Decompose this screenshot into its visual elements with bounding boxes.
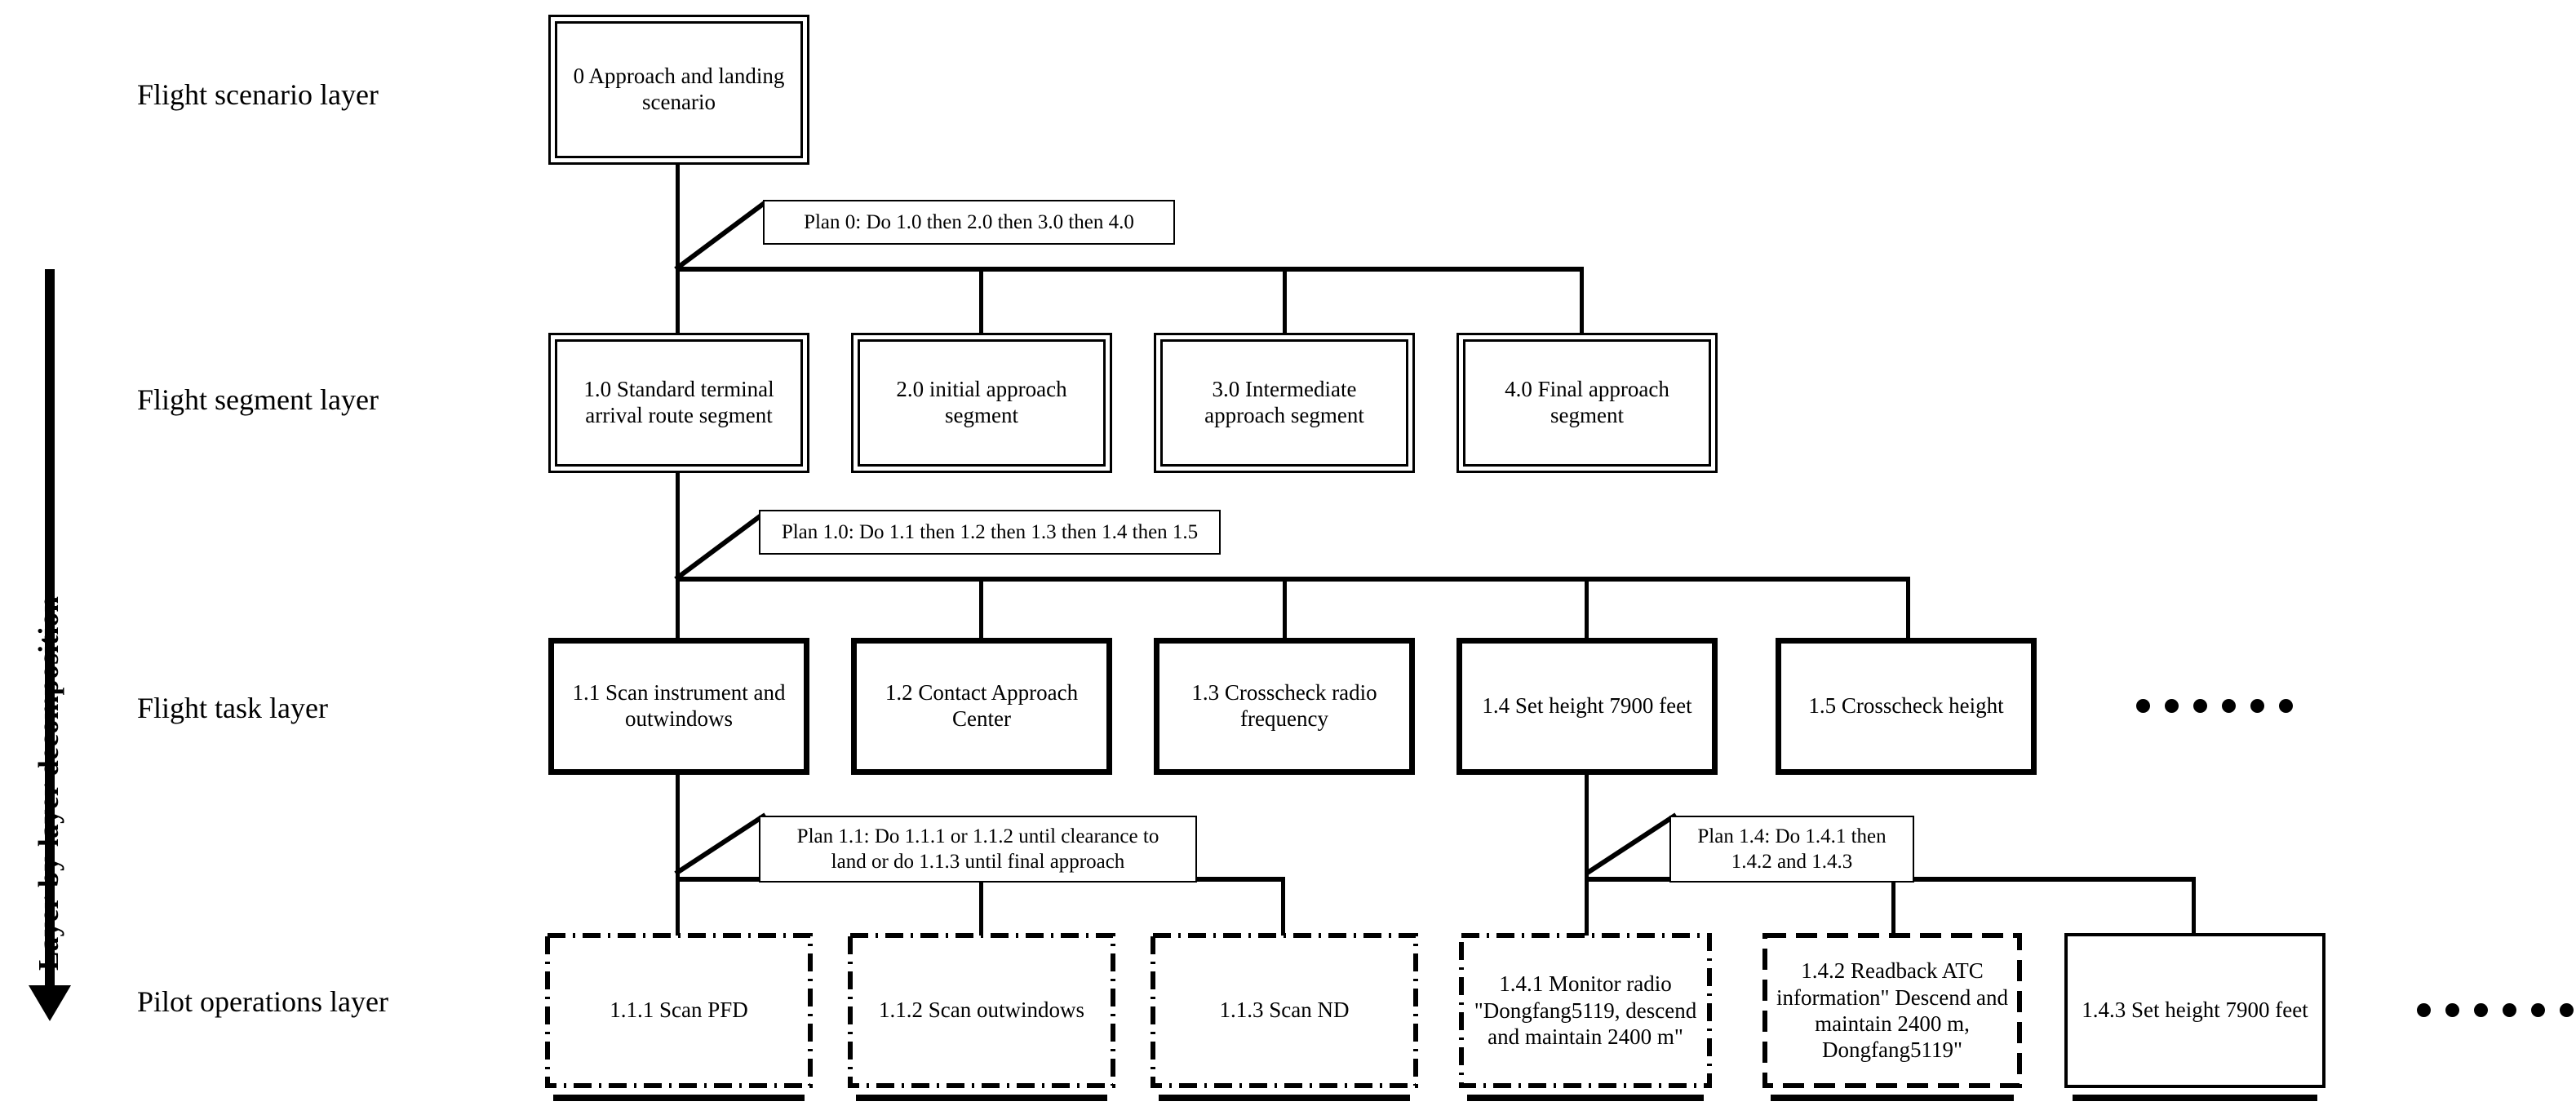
connector-1.0-stem xyxy=(676,473,680,579)
node-1.4.1-border xyxy=(1459,933,1712,1088)
connector-1.1-stem xyxy=(676,772,680,879)
connector-drop-2.0 xyxy=(979,267,983,334)
leaf-rule-1.1.3 xyxy=(1159,1095,1410,1101)
node-1.1[interactable]: 1.1 Scan instrument and outwindows xyxy=(548,638,809,775)
plan-1.4-callout: Plan 1.4: Do 1.4.1 then 1.4.2 and 1.4.3 xyxy=(1669,816,1914,883)
node-1.0[interactable]: 1.0 Standard terminal arrival route segm… xyxy=(555,339,803,467)
leaf-rule-1.1.1 xyxy=(553,1095,805,1101)
leaf-rule-1.4.1 xyxy=(1467,1095,1704,1101)
leaf-rule-1.4.3 xyxy=(2073,1095,2317,1101)
layer-label-flight-scenario: Flight scenario layer xyxy=(137,78,379,111)
node-1.4.1-wrapper[interactable]: 1.4.1 Monitor radio "Dongfang5119, desce… xyxy=(1459,933,1712,1088)
node-1.1.2-border xyxy=(848,933,1115,1088)
node-1.1.2[interactable]: 1.1.2 Scan outwindows xyxy=(879,998,1084,1023)
node-1.1.3-wrapper[interactable]: 1.1.3 Scan ND xyxy=(1151,933,1418,1088)
connector-drop-1.4.3 xyxy=(2192,877,2196,936)
connector-1.4-stem xyxy=(1585,772,1589,879)
node-1.4.2[interactable]: 1.4.2 Readback ATC information" Descend … xyxy=(1776,958,2008,1063)
plan-0-callout: Plan 0: Do 1.0 then 2.0 then 3.0 then 4.… xyxy=(763,200,1175,245)
plan-1.1-callout: Plan 1.1: Do 1.1.1 or 1.1.2 until cleara… xyxy=(759,816,1197,883)
leaf-rule-1.4.2 xyxy=(1771,1095,2014,1101)
node-1.4.3[interactable]: 1.4.3 Set height 7900 feet xyxy=(2064,933,2325,1088)
node-1.1.1-wrapper[interactable]: 1.1.1 Scan PFD xyxy=(545,933,813,1088)
node-2.0[interactable]: 2.0 initial approach segment xyxy=(858,339,1106,467)
decomposition-axis-arrowhead xyxy=(29,985,71,1021)
operations-layer-ellipsis xyxy=(2417,1003,2574,1017)
node-2.0-outer[interactable]: 2.0 initial approach segment xyxy=(851,333,1112,473)
connector-drop-1.1 xyxy=(676,577,680,644)
node-1.0-outer[interactable]: 1.0 Standard terminal arrival route segm… xyxy=(548,333,809,473)
node-1.1.1[interactable]: 1.1.1 Scan PFD xyxy=(610,998,748,1023)
node-0[interactable]: 0 Approach and landing scenario xyxy=(555,21,803,158)
node-1.3[interactable]: 1.3 Crosscheck radio frequency xyxy=(1154,638,1415,775)
node-1.1.3[interactable]: 1.1.3 Scan ND xyxy=(1219,998,1350,1023)
node-1.2[interactable]: 1.2 Contact Approach Center xyxy=(851,638,1112,775)
node-1.4.2-wrapper[interactable]: 1.4.2 Readback ATC information" Descend … xyxy=(1762,933,2022,1088)
leaf-rule-1.1.2 xyxy=(856,1095,1107,1101)
connector-drop-1.1.3 xyxy=(1281,877,1285,936)
connector-drop-3.0 xyxy=(1283,267,1287,334)
plan-1.0-leader xyxy=(674,510,767,582)
connector-drop-1.5 xyxy=(1906,577,1910,644)
connector-drop-4.0 xyxy=(1580,267,1584,334)
layer-label-flight-segment: Flight segment layer xyxy=(137,383,379,416)
plan-1.4-leader xyxy=(1585,812,1678,876)
plan-0-leader xyxy=(674,200,767,272)
node-1.5[interactable]: 1.5 Crosscheck height xyxy=(1776,638,2037,775)
node-0-outer[interactable]: 0 Approach and landing scenario xyxy=(548,15,809,165)
node-1.4.1[interactable]: 1.4.1 Monitor radio "Dongfang5119, desce… xyxy=(1474,971,1697,1050)
node-1.4[interactable]: 1.4 Set height 7900 feet xyxy=(1456,638,1718,775)
layer-label-pilot-operations: Pilot operations layer xyxy=(137,985,388,1018)
connector-segment-bus xyxy=(676,267,1583,272)
node-4.0-outer[interactable]: 4.0 Final approach segment xyxy=(1456,333,1718,473)
decomposition-axis-label: Layer-by-layer decomposition xyxy=(33,595,64,971)
node-1.1.3-border xyxy=(1151,933,1418,1088)
decomposition-axis-shaft xyxy=(45,269,55,987)
connector-drop-1.4.1 xyxy=(1585,877,1589,936)
connector-drop-1.1.2 xyxy=(979,877,983,936)
task-layer-ellipsis xyxy=(2136,699,2293,713)
layer-label-flight-task: Flight task layer xyxy=(137,692,328,724)
node-1.4.2-border xyxy=(1762,933,2022,1088)
node-3.0[interactable]: 3.0 Intermediate approach segment xyxy=(1160,339,1408,467)
connector-task-bus xyxy=(676,577,1909,582)
node-1.1.2-wrapper[interactable]: 1.1.2 Scan outwindows xyxy=(848,933,1115,1088)
node-3.0-outer[interactable]: 3.0 Intermediate approach segment xyxy=(1154,333,1415,473)
node-1.1.1-border xyxy=(545,933,813,1088)
plan-1.1-leader xyxy=(674,812,767,876)
connector-root-stem xyxy=(676,163,680,269)
connector-drop-1.2 xyxy=(979,577,983,644)
plan-1.0-callout: Plan 1.0: Do 1.1 then 1.2 then 1.3 then … xyxy=(759,510,1221,555)
connector-drop-1.1.1 xyxy=(676,877,680,936)
connector-drop-1.0 xyxy=(676,267,680,334)
connector-drop-1.4 xyxy=(1585,577,1589,644)
node-4.0[interactable]: 4.0 Final approach segment xyxy=(1463,339,1711,467)
connector-drop-1.4.2 xyxy=(1891,877,1895,936)
connector-drop-1.3 xyxy=(1283,577,1287,644)
